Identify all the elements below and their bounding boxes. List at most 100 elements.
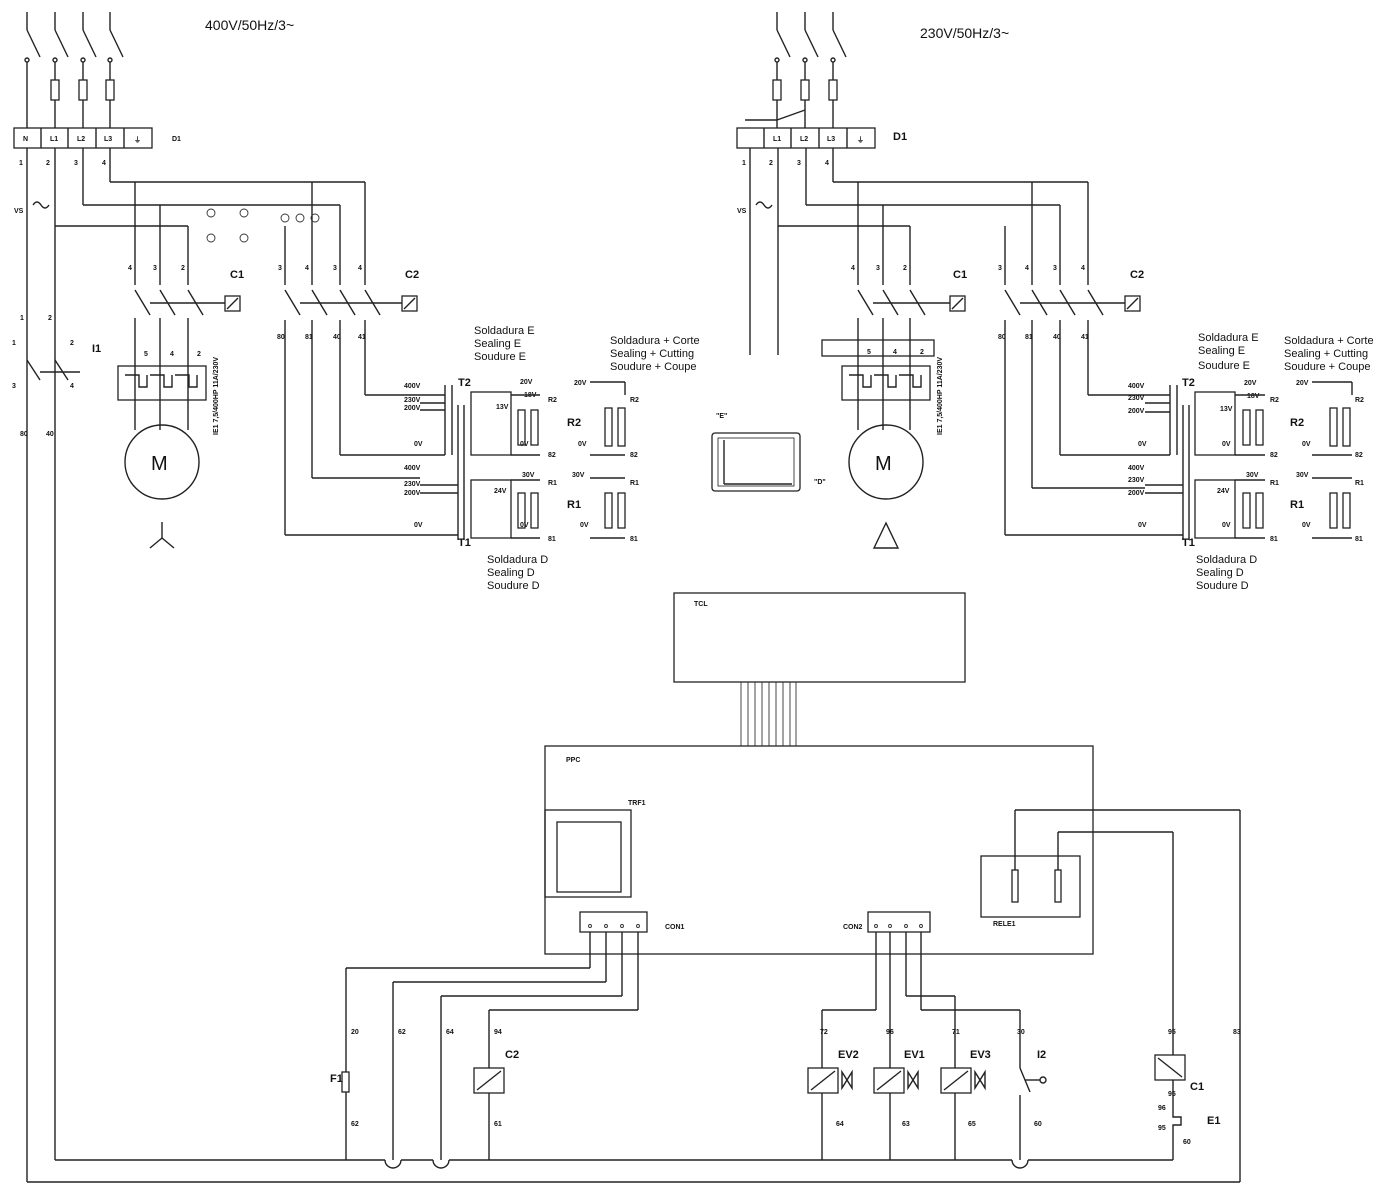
svg-text:1: 1: [19, 160, 23, 167]
svg-text:4: 4: [70, 383, 74, 390]
left-bus-wiring: VS: [14, 148, 366, 1165]
svg-text:2: 2: [181, 265, 185, 272]
svg-text:0V: 0V: [1302, 522, 1311, 529]
svg-text:200V: 200V: [404, 490, 421, 497]
svg-text:5: 5: [144, 351, 148, 358]
svg-text:20V: 20V: [1296, 380, 1309, 387]
svg-text:82: 82: [630, 452, 638, 459]
svg-text:30V: 30V: [1246, 472, 1259, 479]
svg-text:81: 81: [1355, 536, 1363, 543]
svg-text:20: 20: [351, 1029, 359, 1036]
terminal-right-label: D1: [893, 131, 907, 143]
svg-text:0V: 0V: [580, 522, 589, 529]
svg-text:0V: 0V: [414, 522, 423, 529]
svg-text:83: 83: [1233, 1029, 1241, 1036]
svg-text:0V: 0V: [1222, 522, 1231, 529]
svg-text:4: 4: [1081, 265, 1085, 272]
svg-text:Soldadura D: Soldadura D: [487, 554, 548, 566]
svg-text:4: 4: [851, 265, 855, 272]
svg-text:Sealing D: Sealing D: [1196, 567, 1244, 579]
svg-text:L2: L2: [800, 136, 808, 143]
svg-text:40: 40: [333, 334, 341, 341]
svg-text:65: 65: [968, 1121, 976, 1128]
valve-ev3: EV3 65: [940, 1049, 991, 1160]
svg-text:TRF1: TRF1: [628, 800, 646, 807]
svg-text:N: N: [23, 136, 28, 143]
svg-text:13V: 13V: [496, 404, 509, 411]
svg-text:62: 62: [351, 1121, 359, 1128]
svg-text:13V: 13V: [1220, 406, 1233, 413]
svg-text:EV1: EV1: [904, 1049, 925, 1061]
svg-text:2: 2: [48, 315, 52, 322]
svg-text:Sealing E: Sealing E: [1198, 345, 1245, 357]
svg-text:IE1 7,5/400HP 11A/230V: IE1 7,5/400HP 11A/230V: [213, 357, 220, 435]
svg-text:Soudure + Coupe: Soudure + Coupe: [1284, 361, 1371, 373]
svg-text:T2: T2: [1182, 377, 1195, 389]
switch-i1-left: 1 2 1 2 3 4 I1 80 40: [12, 315, 101, 438]
svg-text:2: 2: [920, 349, 924, 356]
svg-text:M: M: [151, 453, 168, 475]
svg-text:3: 3: [278, 265, 282, 272]
svg-text:3: 3: [153, 265, 157, 272]
svg-text:C2: C2: [505, 1049, 519, 1061]
svg-text:3: 3: [797, 160, 801, 167]
motor-left: M: [124, 424, 200, 549]
svg-text:20V: 20V: [574, 380, 587, 387]
svg-text:63: 63: [902, 1121, 910, 1128]
svg-text:R1: R1: [1270, 480, 1279, 487]
svg-text:R1: R1: [567, 499, 581, 511]
svg-text:95: 95: [1168, 1029, 1176, 1036]
svg-text:3: 3: [876, 265, 880, 272]
svg-text:EV3: EV3: [970, 1049, 991, 1061]
contactor-c2-left: 3 4 3 4 C2 80 81 40 41: [277, 265, 420, 536]
svg-text:0V: 0V: [1138, 441, 1147, 448]
contactor-c2-right: 3 4 3 4 C2 80 81 40 41: [998, 265, 1145, 536]
svg-text:81: 81: [630, 536, 638, 543]
svg-text:18V: 18V: [1247, 393, 1260, 400]
svg-text:0V: 0V: [1302, 441, 1311, 448]
svg-text:⏚: ⏚: [857, 136, 864, 144]
valve-ev2: EV2 64: [807, 1049, 859, 1160]
supply-label-right: 230V/50Hz/3~: [920, 25, 1009, 41]
svg-text:64: 64: [446, 1029, 454, 1036]
svg-text:F1: F1: [330, 1073, 343, 1085]
svg-text:230V: 230V: [1128, 395, 1145, 402]
svg-text:30V: 30V: [1296, 472, 1309, 479]
svg-text:T1: T1: [1182, 537, 1195, 549]
fuse-l3: [105, 79, 115, 101]
svg-text:R1: R1: [1290, 499, 1304, 511]
svg-text:C2: C2: [405, 269, 419, 281]
svg-text:82: 82: [1270, 452, 1278, 459]
svg-text:30V: 30V: [522, 472, 535, 479]
svg-text:R1: R1: [548, 480, 557, 487]
svg-text:40: 40: [1053, 334, 1061, 341]
transformers-left: Soldadura E Sealing E Soudure E Soldadur…: [404, 325, 700, 592]
svg-text:E1: E1: [1207, 1115, 1220, 1127]
svg-text:M: M: [875, 453, 892, 475]
svg-text:3: 3: [1053, 265, 1057, 272]
svg-text:EV2: EV2: [838, 1049, 859, 1061]
svg-text:3: 3: [333, 265, 337, 272]
svg-text:71: 71: [952, 1029, 960, 1036]
svg-text:95: 95: [1158, 1125, 1166, 1132]
svg-text:81: 81: [548, 536, 556, 543]
svg-text:4: 4: [825, 160, 829, 167]
svg-text:CON2: CON2: [843, 924, 863, 931]
svg-text:R2: R2: [1355, 397, 1364, 404]
svg-text:41: 41: [1081, 334, 1089, 341]
svg-text:L3: L3: [104, 136, 112, 143]
svg-text:Sealing + Cutting: Sealing + Cutting: [610, 348, 694, 360]
svg-text:L1: L1: [50, 136, 58, 143]
svg-text:96: 96: [1158, 1105, 1166, 1112]
svg-text:4: 4: [305, 265, 309, 272]
svg-text:4: 4: [128, 265, 132, 272]
valve-ev1: EV1 63: [873, 1049, 925, 1160]
relay-rele1: [980, 855, 1081, 918]
svg-text:R2: R2: [1290, 417, 1304, 429]
svg-text:82: 82: [548, 452, 556, 459]
svg-text:Soudure E: Soudure E: [474, 351, 526, 363]
svg-text:4: 4: [1025, 265, 1029, 272]
svg-text:30V: 30V: [572, 472, 585, 479]
svg-text:Soldadura D: Soldadura D: [1196, 554, 1257, 566]
